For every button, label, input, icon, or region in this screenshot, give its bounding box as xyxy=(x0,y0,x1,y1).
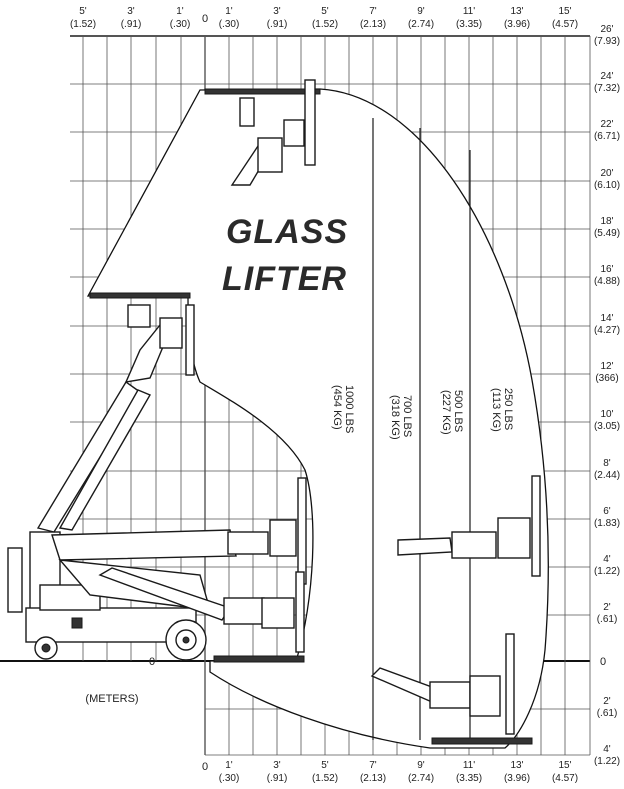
units-caption: (METERS) xyxy=(85,693,138,705)
right-tick-ft: 24' xyxy=(600,71,613,82)
bottom-tick-m: (.30) xyxy=(219,773,240,784)
bottom-tick-m: (3.96) xyxy=(504,773,530,784)
bottom-axis: 0 1' (.30) 3' (.91) 5' (1.52) 7' (2.13) … xyxy=(202,760,578,784)
lower-left-blank xyxy=(0,662,204,789)
top-tick-ft: 7' xyxy=(369,6,377,17)
bottom-tick-ft: 5' xyxy=(321,760,329,771)
bottom-tick-m: (3.35) xyxy=(456,773,482,784)
right-tick-ft: 10' xyxy=(600,409,613,420)
bottom-tick-m: (2.74) xyxy=(408,773,434,784)
ground-zero-label: 0 xyxy=(149,656,155,668)
right-tick-m: (7.93) xyxy=(594,36,620,47)
right-tick-m: (4.88) xyxy=(594,276,620,287)
top-tick-ft: 15' xyxy=(558,6,571,17)
right-tick-ft: 8' xyxy=(603,458,611,469)
right-tick-m: (6.71) xyxy=(594,131,620,142)
load-500-kg: (227 KG) xyxy=(440,390,452,435)
load-zone-lines xyxy=(372,118,471,740)
load-1000-kg: (454 KG) xyxy=(331,385,343,430)
right-tick-ft: 12' xyxy=(600,361,613,372)
right-tick-m: (1.22) xyxy=(594,756,620,767)
boom-low xyxy=(98,567,305,663)
bottom-tick-ft: 3' xyxy=(273,760,281,771)
right-tick-ft: 26' xyxy=(600,24,613,35)
right-tick-ft: 20' xyxy=(600,168,613,179)
boom-horizontal xyxy=(51,477,307,585)
top-tick-ft: 9' xyxy=(417,6,425,17)
bottom-tick-ft: 9' xyxy=(417,760,425,771)
top-tick-ft: 5' xyxy=(321,6,329,17)
bottom-tick-m: (.91) xyxy=(267,773,288,784)
load-250-lbs: 250 LBS xyxy=(502,388,514,430)
right-tick-m: (5.49) xyxy=(594,228,620,239)
top-tick-m: (.30) xyxy=(170,19,191,30)
right-tick-m: (.61) xyxy=(597,614,618,625)
load-zone-labels: 1000 LBS (454 KG) 700 LBS (318 KG) 500 L… xyxy=(331,385,514,440)
boom-raised xyxy=(36,292,195,533)
top-tick-ft: 1' xyxy=(225,6,233,17)
top-tick-m: (.30) xyxy=(219,19,240,30)
right-tick-ft: 2' xyxy=(603,602,611,613)
bottom-tick-ft: 7' xyxy=(369,760,377,771)
right-zero: 0 xyxy=(600,656,606,668)
top-tick-m: (.91) xyxy=(121,19,142,30)
top-axis: 5' (1.52) 3' (.91) 1' (.30) 0 1' (.30) 3… xyxy=(70,6,578,30)
right-tick-ft: 2' xyxy=(603,696,611,707)
right-axis: 26' (7.93) 24' (7.32) 22' (6.71) 20' (6.… xyxy=(594,24,620,767)
top-tick-ft: 11' xyxy=(463,6,475,17)
right-tick-m: (6.10) xyxy=(594,180,620,191)
top-tick-m: (2.13) xyxy=(360,19,386,30)
bottom-tick-ft: 11' xyxy=(463,760,475,771)
load-700-kg: (318 KG) xyxy=(389,395,401,440)
bottom-tick-ft: 13' xyxy=(510,760,523,771)
right-tick-ft: 4' xyxy=(603,554,611,565)
right-tick-ft: 22' xyxy=(600,119,613,130)
reach-envelope xyxy=(86,88,549,749)
bottom-tick-m: (1.52) xyxy=(312,773,338,784)
top-tick-ft: 3' xyxy=(127,6,135,17)
top-tick-ft: 13' xyxy=(510,6,523,17)
bottom-tick-ft: 1' xyxy=(225,760,233,771)
title-line-1: GLASS xyxy=(226,213,348,251)
right-tick-m: (1.83) xyxy=(594,518,620,529)
top-tick-m: (3.96) xyxy=(504,19,530,30)
right-tick-m: (4.27) xyxy=(594,325,620,336)
right-tick-ft: 14' xyxy=(600,313,613,324)
boom-extended-low xyxy=(370,633,533,745)
load-250-kg: (113 KG) xyxy=(490,388,502,432)
title-line-2: LIFTER xyxy=(222,260,347,298)
load-1000-lbs: 1000 LBS xyxy=(343,385,355,433)
bottom-tick-m: (4.57) xyxy=(552,773,578,784)
right-tick-ft: 16' xyxy=(600,264,613,275)
right-tick-m: (3.05) xyxy=(594,421,620,432)
load-700-lbs: 700 LBS xyxy=(401,395,413,437)
bottom-tick-ft: 15' xyxy=(558,760,571,771)
top-tick-m: (.91) xyxy=(267,19,288,30)
top-tick-m: (1.52) xyxy=(312,19,338,30)
right-tick-m: (7.32) xyxy=(594,83,620,94)
top-tick-ft: 3' xyxy=(273,6,281,17)
right-tick-ft: 18' xyxy=(600,216,613,227)
right-tick-m: (.61) xyxy=(597,708,618,719)
right-tick-ft: 4' xyxy=(603,744,611,755)
top-tick-ft: 5' xyxy=(79,6,87,17)
right-tick-m: (366) xyxy=(595,373,618,384)
boom-top xyxy=(204,79,321,186)
top-tick-m: (2.74) xyxy=(408,19,434,30)
top-tick-m: (4.57) xyxy=(552,19,578,30)
top-tick-ft: 1' xyxy=(176,6,184,17)
bottom-zero: 0 xyxy=(202,761,208,773)
bottom-tick-m: (2.13) xyxy=(360,773,386,784)
load-500-lbs: 500 LBS xyxy=(452,390,464,432)
top-tick-m: (1.52) xyxy=(70,19,96,30)
right-tick-m: (1.22) xyxy=(594,566,620,577)
boom-extended-mid xyxy=(397,475,541,577)
right-tick-m: (2.44) xyxy=(594,470,620,481)
top-tick-m: (3.35) xyxy=(456,19,482,30)
top-zero: 0 xyxy=(202,13,208,25)
right-tick-ft: 6' xyxy=(603,506,611,517)
